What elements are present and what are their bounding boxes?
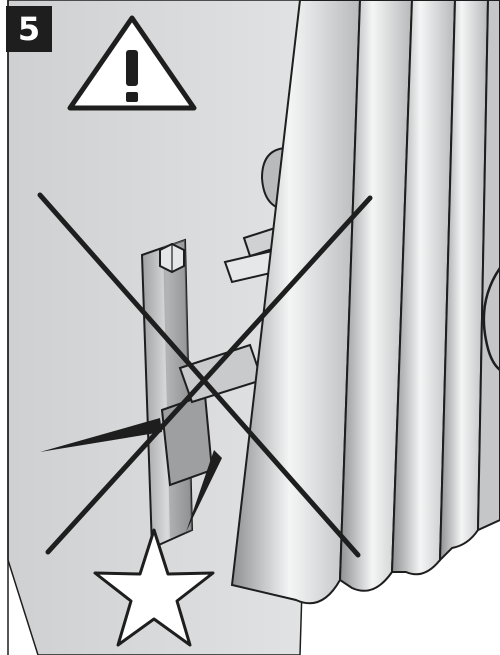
step-number: 5 [18, 13, 40, 45]
step-number-badge: 5 [6, 6, 52, 52]
mounting-bracket [142, 240, 192, 548]
hex-nut [160, 244, 184, 272]
